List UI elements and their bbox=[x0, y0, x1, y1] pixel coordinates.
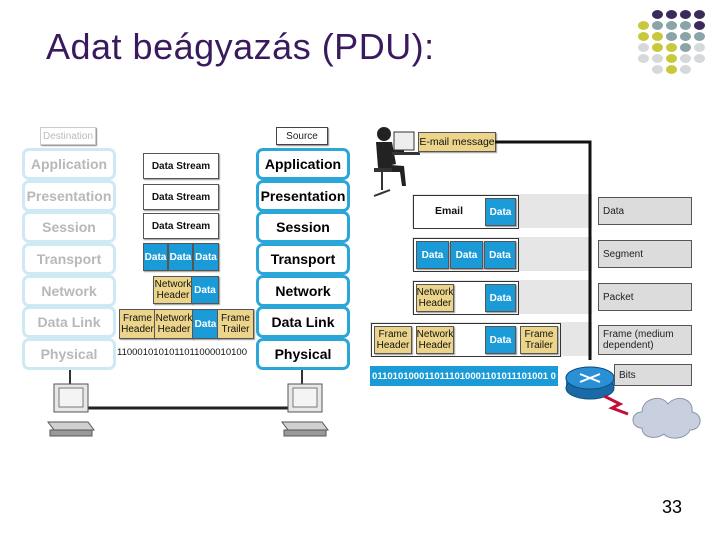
source-layer-presentation: Presentation bbox=[256, 180, 350, 212]
decorative-dot bbox=[694, 54, 705, 63]
destination-layer-presentation: Presentation bbox=[22, 180, 116, 212]
packet-network-header: Network Header bbox=[416, 284, 454, 312]
decorative-dot bbox=[638, 54, 649, 63]
decorative-dot bbox=[652, 65, 663, 74]
decorative-dot bbox=[694, 32, 705, 41]
left-network-header: Network Header bbox=[153, 276, 193, 304]
data-stream-presentation: Data Stream bbox=[143, 184, 219, 210]
source-layer-network: Network bbox=[256, 275, 350, 307]
email-label: Email bbox=[416, 198, 482, 224]
decorative-dots bbox=[638, 10, 718, 80]
left-frame-data: Data bbox=[192, 309, 219, 339]
decorative-dot bbox=[638, 32, 649, 41]
pdu-label-packet: Packet bbox=[598, 283, 692, 311]
source-layer-data-link: Data Link bbox=[256, 306, 350, 338]
source-layer-session: Session bbox=[256, 211, 350, 243]
decorative-dot bbox=[680, 21, 691, 30]
left-frame-network-header: Network Header bbox=[154, 309, 194, 339]
decorative-dot bbox=[680, 54, 691, 63]
decorative-dot bbox=[652, 21, 663, 30]
data-stream-application: Data Stream bbox=[143, 153, 219, 179]
data-stream-session: Data Stream bbox=[143, 213, 219, 239]
decorative-dot bbox=[666, 32, 677, 41]
destination-layer-application: Application bbox=[22, 148, 116, 180]
source-layer-physical: Physical bbox=[256, 338, 350, 370]
decorative-dot bbox=[680, 43, 691, 52]
slide-title: Adat beágyazás (PDU): bbox=[46, 26, 435, 67]
left-frame-trailer: Frame Trailer bbox=[217, 309, 254, 339]
frame-network-header: Network Header bbox=[416, 326, 454, 354]
left-network-data: Data bbox=[191, 276, 219, 304]
source-layer-application: Application bbox=[256, 148, 350, 180]
pdu-label-segment: Segment bbox=[598, 240, 692, 268]
segment-data-2: Data bbox=[450, 241, 483, 269]
decorative-dot bbox=[694, 43, 705, 52]
pdu-label-bits: Bits bbox=[614, 364, 692, 386]
decorative-dot bbox=[652, 54, 663, 63]
transport-data-3: Data bbox=[193, 243, 219, 271]
left-frame-header: Frame Header bbox=[119, 309, 156, 339]
destination-layer-session: Session bbox=[22, 211, 116, 243]
pdu-label-data: Data bbox=[598, 197, 692, 225]
right-connector-line bbox=[495, 140, 592, 360]
transport-data-1: Data bbox=[143, 243, 168, 271]
decorative-dot bbox=[666, 54, 677, 63]
decorative-dot bbox=[666, 65, 677, 74]
frame-trailer: Frame Trailer bbox=[520, 326, 558, 354]
user-at-computer-icon bbox=[373, 127, 420, 197]
page-number: 33 bbox=[662, 497, 683, 517]
destination-layer-transport: Transport bbox=[22, 243, 116, 275]
decorative-dot bbox=[638, 21, 649, 30]
frame-data: Data bbox=[485, 326, 516, 354]
decorative-dot bbox=[652, 32, 663, 41]
packet-data: Data bbox=[485, 284, 516, 312]
destination-layer-data-link: Data Link bbox=[22, 306, 116, 338]
source-computer-icon bbox=[281, 383, 329, 437]
decorative-dot bbox=[666, 43, 677, 52]
decorative-dot bbox=[680, 65, 691, 74]
destination-layer-network: Network bbox=[22, 275, 116, 307]
right-bitstream: 0110101000110111010001101011101001 0 bbox=[370, 366, 558, 386]
segment-data-3: Data bbox=[484, 241, 516, 269]
cloud-icon bbox=[632, 397, 701, 439]
destination-computer-icon bbox=[47, 383, 95, 437]
source-layer-transport: Transport bbox=[256, 243, 350, 275]
decorative-dot bbox=[666, 10, 677, 19]
decorative-dot bbox=[652, 10, 663, 19]
segment-data-1: Data bbox=[416, 241, 449, 269]
decorative-dot bbox=[680, 32, 691, 41]
decorative-dot bbox=[666, 21, 677, 30]
decorative-dot bbox=[638, 43, 649, 52]
left-bitstream: 1100010101011011000010100 bbox=[117, 347, 247, 358]
decorative-dot bbox=[694, 21, 705, 30]
decorative-dot bbox=[694, 10, 705, 19]
pdu-label-frame: Frame (medium dependent) bbox=[598, 325, 692, 355]
source-label: Source bbox=[276, 127, 328, 145]
frame-header: Frame Header bbox=[374, 326, 412, 354]
destination-label: Destination bbox=[40, 127, 96, 145]
decorative-dot bbox=[652, 43, 663, 52]
destination-layer-physical: Physical bbox=[22, 338, 116, 370]
transport-data-2: Data bbox=[168, 243, 193, 271]
email-data: Data bbox=[485, 198, 516, 226]
decorative-dot bbox=[680, 10, 691, 19]
